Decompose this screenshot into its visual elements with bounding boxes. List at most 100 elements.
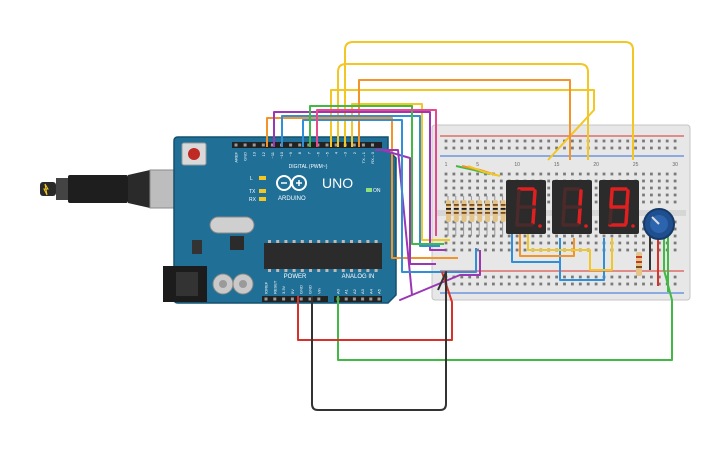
board-model: UNO (322, 175, 353, 191)
digital-pin[interactable] (270, 143, 274, 147)
digital-pin-label: ~9 (288, 151, 293, 156)
wire-purple-2[interactable] (381, 149, 436, 265)
wire-purple-1[interactable] (273, 111, 446, 251)
segment-b (532, 189, 537, 207)
wire-pink-1[interactable] (316, 109, 437, 236)
led-tx-label: TX (249, 189, 256, 195)
power-analog-pin[interactable] (352, 297, 356, 301)
power-analog-pin-label: Vin (316, 288, 321, 294)
wire-red-1[interactable] (297, 271, 453, 341)
power-analog-pin[interactable] (282, 297, 286, 301)
seven-segment-display (599, 180, 639, 234)
seven-segment-display (552, 180, 592, 234)
wire-bb-yellow-1[interactable] (527, 234, 613, 271)
power-analog-pin[interactable] (273, 297, 277, 301)
power-analog-pin[interactable] (361, 297, 365, 301)
power-analog-pin[interactable] (317, 297, 321, 301)
atmega-chip (264, 243, 382, 269)
digital-pin[interactable] (325, 143, 329, 147)
digital-pin-label: 12 (261, 151, 266, 156)
decimal-point (538, 224, 542, 228)
segment-e (561, 207, 566, 225)
power-analog-pin[interactable] (377, 297, 381, 301)
digital-pin[interactable] (289, 143, 293, 147)
decimal-point (584, 224, 588, 228)
segment-b (578, 189, 583, 207)
digital-pin[interactable] (371, 143, 374, 147)
digital-pin-label: 4 (334, 151, 339, 154)
digital-pin-label: 8 (297, 151, 302, 154)
digital-pin[interactable] (334, 143, 338, 147)
power-analog-pin[interactable] (290, 297, 294, 301)
digital-pin[interactable] (252, 143, 256, 147)
power-analog-pin-label: GND (308, 285, 313, 294)
decimal-point (631, 224, 635, 228)
power-analog-pin[interactable] (308, 297, 312, 301)
digital-pin[interactable] (352, 143, 356, 147)
resistor (453, 200, 459, 222)
resistor-single (636, 252, 642, 276)
column-number: 5 (476, 162, 479, 168)
power-analog-pin-label: RESET (272, 280, 277, 294)
wire-purple-3[interactable] (375, 149, 481, 301)
potentiometer[interactable] (643, 208, 675, 240)
power-analog-header (264, 297, 381, 301)
wire-green-1[interactable] (309, 105, 444, 245)
column-number: 30 (672, 162, 678, 168)
digital-pin[interactable] (261, 143, 265, 147)
power-analog-pin-label: A1 (344, 288, 349, 294)
power-analog-pin[interactable] (264, 297, 268, 301)
wire-yellow-2[interactable] (337, 63, 589, 160)
digital-pin[interactable] (298, 143, 302, 147)
power-analog-pin-label: IOREF (264, 281, 269, 294)
seven-segment-displays (506, 180, 639, 234)
wire-blue-1[interactable] (281, 115, 440, 247)
wire-yellow-1[interactable] (344, 41, 634, 160)
resistor-bank (446, 196, 506, 236)
column-number: 25 (633, 162, 639, 168)
digital-pin-label: ~11 (270, 151, 275, 158)
digital-pin-label: ~5 (325, 151, 330, 156)
digital-pin-label: TX→1 (361, 151, 366, 163)
wire-bb-orange-1[interactable] (519, 234, 575, 257)
digital-pin[interactable] (234, 143, 238, 147)
digital-pin-label: AREF (234, 151, 239, 162)
segment-c (577, 207, 582, 225)
power-analog-pin[interactable] (369, 297, 373, 301)
column-number: 10 (514, 162, 520, 168)
resistor (461, 200, 467, 222)
segment-c (531, 207, 536, 225)
analog-header-label: ANALOG IN (342, 274, 375, 280)
wire-bb-yellow-2[interactable] (467, 165, 501, 177)
segment-f (516, 189, 521, 207)
digital-pin-label: RX←0 (370, 151, 375, 164)
digital-pin[interactable] (243, 143, 247, 147)
wire-orange-1[interactable] (358, 79, 571, 160)
power-analog-pin-label: GND (299, 285, 304, 294)
power-analog-pin[interactable] (299, 297, 303, 301)
wire-green-2[interactable] (337, 236, 673, 361)
segment-c (624, 207, 629, 225)
digital-pin[interactable] (361, 143, 365, 147)
wire-orange-2[interactable] (266, 117, 458, 259)
segment-b (625, 189, 630, 207)
board-brand: ARDUINO (278, 196, 306, 202)
column-number: 20 (593, 162, 599, 168)
wire-black-1[interactable] (311, 271, 447, 411)
segment-e (608, 207, 613, 225)
wire-blue-2[interactable] (302, 119, 477, 273)
power-analog-pin[interactable] (344, 297, 348, 301)
power-analog-pin-label: 3.3V (281, 285, 286, 294)
power-analog-pin-label: A0 (336, 288, 341, 294)
digital-pin-label: ~3 (343, 151, 348, 156)
led-l-label: L (250, 176, 253, 182)
wire-bb-blue-2[interactable] (559, 238, 605, 281)
reset-button[interactable] (188, 148, 200, 160)
digital-pin-label: ~10 (279, 151, 284, 159)
column-number: 15 (554, 162, 560, 168)
segment-f (562, 189, 567, 207)
digital-pin[interactable] (307, 143, 311, 147)
